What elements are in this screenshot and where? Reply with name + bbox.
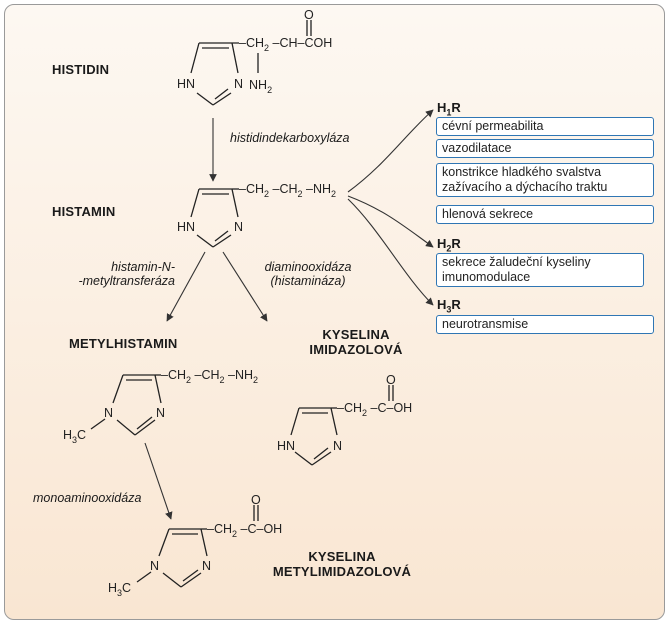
metylimidazolova-structure (136, 505, 259, 588)
histidin-n: N (234, 77, 243, 91)
imidazolova-chain: –CH2 –C–OH (337, 401, 412, 418)
metylhistamin-chain: –CH2 –CH2 –NH2 (161, 368, 258, 385)
effect-vazodilatace: vazodilatace (436, 139, 654, 158)
histamin-structure (190, 188, 239, 248)
histidin-nh2: NH2 (249, 78, 272, 95)
label-metylhistamin: METYLHISTAMIN (69, 336, 178, 351)
imidazolova-hn: HN (277, 439, 295, 453)
metylimidazolova-n1: N (150, 559, 159, 573)
label-kyselina-metylimidazolova: KYSELINA METYLIMIDAZOLOVÁ (268, 549, 416, 579)
effect-neurotransmise: neurotransmise (436, 315, 654, 334)
metylimidazolova-o: O (251, 493, 261, 507)
histamin-n: N (234, 220, 243, 234)
enzyme-histidindekarboxylaza: histidindekarboxyláza (230, 131, 350, 145)
diagram-panel: HISTIDIN HISTAMIN METYLHISTAMIN KYSELINA… (4, 4, 665, 620)
effect-cevni-permeabilita: cévní permeabilita (436, 117, 654, 136)
arrow-to-h3r (347, 198, 434, 306)
metylhistamin-h3c: H3C (63, 428, 86, 445)
histamin-chain: –CH2 –CH2 –NH2 (239, 182, 336, 199)
effect-hlenova-sekrece: hlenová sekrece (436, 205, 654, 224)
arrow-metylhistamin-to-metylimidazolova (144, 442, 173, 520)
metylhistamin-n3: N (156, 406, 165, 420)
label-histamin: HISTAMIN (52, 204, 116, 219)
imidazolova-structure (290, 385, 394, 466)
enzyme-metyltransferaza-line1: histamin-N- (111, 260, 175, 274)
label-kyselina-imidazolova: KYSELINA IMIDAZOLOVÁ (297, 327, 415, 357)
enzyme-diaminooxidaza: diaminooxidáza (histamináza) (252, 260, 364, 288)
label-kyselina-imidazolova-line1: KYSELINA (322, 327, 390, 342)
effect-sekrece-imunomodulace: sekrece žaludeční kyseliny imunomodulace (436, 253, 644, 287)
metylhistamin-structure (90, 374, 162, 436)
enzyme-monoaminooxidaza: monoaminooxidáza (33, 491, 142, 505)
receptor-h2: H2R (437, 236, 461, 254)
histidin-o: O (304, 8, 314, 22)
histidin-hn: HN (177, 77, 195, 91)
receptor-h3: H3R (437, 297, 461, 315)
arrow-to-h1r (347, 109, 434, 193)
enzyme-diaminooxidaza-line1: diaminooxidáza (264, 260, 352, 274)
histidin-structure (190, 20, 312, 106)
enzyme-diaminooxidaza-line2: (histamináza) (270, 274, 346, 288)
metylimidazolova-h3c: H3C (108, 581, 131, 598)
metylimidazolova-chain: –CH2 –C–OH (207, 522, 282, 539)
structures-and-arrows: HN N –CH2 –CH–COH O NH2 HN N –CH2 –CH2 –… (63, 8, 434, 598)
arrow-histamin-to-imidazolova (222, 251, 268, 322)
imidazolova-o: O (386, 373, 396, 387)
histamin-hn: HN (177, 220, 195, 234)
effect-konstrikce: konstrikce hladkého svalstva zažívacího … (436, 163, 654, 197)
metylhistamin-n1: N (104, 406, 113, 420)
enzyme-metyltransferaza: histamin-N- -metyltransferáza (65, 260, 175, 288)
enzyme-metyltransferaza-line2: -metyltransferáza (78, 274, 175, 288)
label-kyselina-metylimidazolova-line2: METYLIMIDAZOLOVÁ (272, 564, 412, 579)
arrow-to-h2r (347, 195, 434, 248)
histidin-chain: –CH2 –CH–COH (239, 36, 332, 53)
arrow-histamin-to-metylhistamin (166, 251, 206, 322)
imidazolova-n: N (333, 439, 342, 453)
receptor-h1: H1R (437, 100, 461, 118)
label-histidin: HISTIDIN (52, 62, 110, 77)
metylimidazolova-n3: N (202, 559, 211, 573)
label-kyselina-imidazolova-line2: IMIDAZOLOVÁ (309, 342, 403, 357)
label-kyselina-metylimidazolova-line1: KYSELINA (308, 549, 376, 564)
